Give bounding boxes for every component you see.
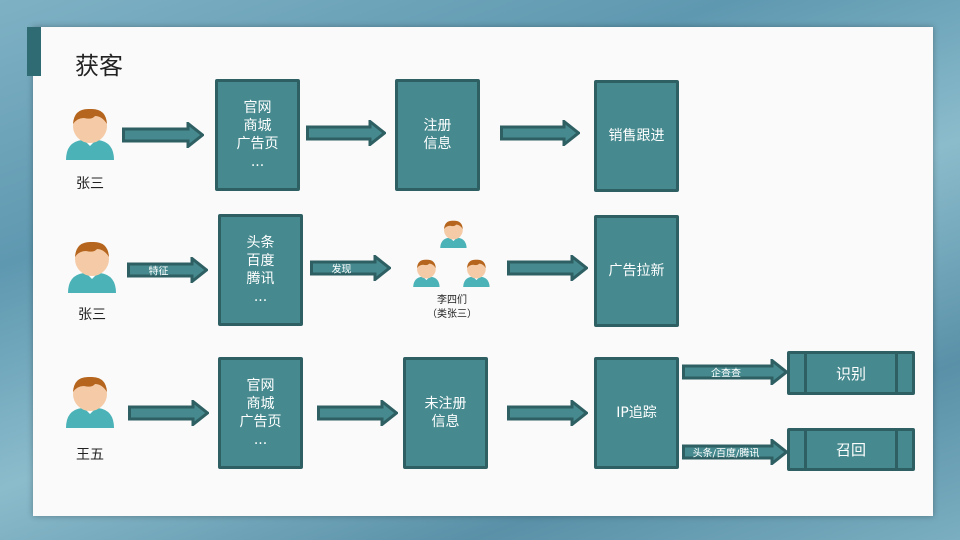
flow-arrow <box>122 122 204 148</box>
new-customer-box[interactable]: 广告拉新 <box>594 215 679 327</box>
recall-channel-arrow: 头条/百度/腾讯 <box>682 439 788 465</box>
box-line: 未注册 <box>424 396 467 412</box>
unregistered-info-box[interactable]: 未注册信息 <box>403 357 488 469</box>
arrow-label: 发现 <box>331 264 352 276</box>
group-note: （类张三） <box>427 309 477 320</box>
person-icon <box>438 218 469 249</box>
qichacha-arrow: 企查查 <box>682 359 788 385</box>
person-icon <box>64 237 120 293</box>
box-line: ... <box>253 289 268 305</box>
box-line: 百度 <box>246 253 275 269</box>
discover-arrow: 发现 <box>310 255 391 281</box>
arrow-label: 头条/百度/腾讯 <box>692 448 760 460</box>
box-line: 头条 <box>246 235 275 251</box>
box-line: 广告拉新 <box>608 263 665 279</box>
box-line: 官网 <box>246 378 275 394</box>
box-line: 信息 <box>431 414 460 430</box>
arrow-label: 企查查 <box>711 368 741 380</box>
person-name: 张三 <box>78 307 106 323</box>
person-icon <box>411 257 442 288</box>
flow-arrow <box>507 400 588 426</box>
box-line: 商城 <box>246 396 275 412</box>
slide-title: 获客 <box>75 52 123 80</box>
box-line: 商城 <box>243 118 272 134</box>
recall-box[interactable]: 召回 <box>787 428 915 471</box>
box-line: 注册 <box>423 118 452 134</box>
channel-box[interactable]: 官网商城广告页... <box>215 79 300 191</box>
flow-arrow <box>500 120 580 146</box>
ip-tracking-box[interactable]: IP追踪 <box>594 357 679 469</box>
box-line: 官网 <box>243 100 272 116</box>
box-line: ... <box>250 154 265 170</box>
flow-arrow <box>507 255 588 281</box>
box-line: ... <box>253 432 268 448</box>
title-accent-tab <box>27 27 41 76</box>
person-icon <box>62 372 118 428</box>
flow-arrow <box>317 400 398 426</box>
person-name: 张三 <box>76 176 104 192</box>
channel-box[interactable]: 官网商城广告页... <box>218 357 303 469</box>
group-name: 李四们 <box>437 295 467 306</box>
person-name: 王五 <box>76 447 104 463</box>
sales-followup-box[interactable]: 销售跟进 <box>594 80 679 192</box>
identify-box[interactable]: 识别 <box>787 351 915 395</box>
box-line: 广告页 <box>239 414 282 430</box>
box-line: 信息 <box>423 136 452 152</box>
ad-platform-box[interactable]: 头条百度腾讯... <box>218 214 303 326</box>
box-line: 广告页 <box>236 136 279 152</box>
box-line: 销售跟进 <box>608 128 665 144</box>
register-info-box[interactable]: 注册信息 <box>395 79 480 191</box>
box-line: IP追踪 <box>616 405 657 421</box>
box-line: 腾讯 <box>246 271 275 287</box>
feature-arrow: 特征 <box>127 257 208 283</box>
flow-arrow <box>128 400 209 426</box>
flow-arrow <box>306 120 386 146</box>
arrow-label: 特征 <box>148 266 169 278</box>
person-icon <box>62 104 118 160</box>
person-icon <box>461 257 492 288</box>
